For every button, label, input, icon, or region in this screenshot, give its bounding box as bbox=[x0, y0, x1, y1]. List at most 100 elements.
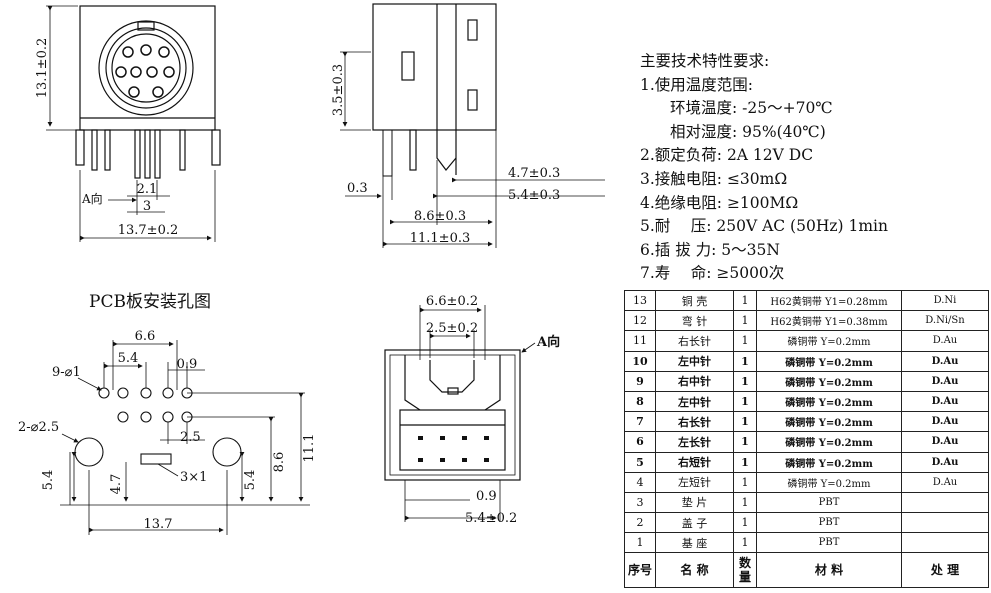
bom-cell-finish: D.Ni/Sn bbox=[901, 310, 989, 332]
bom-cell-qty: 1 bbox=[733, 350, 757, 372]
bottom-dim-09: 0.9 bbox=[476, 489, 497, 504]
bom-header-qty: 数量 bbox=[733, 552, 757, 589]
spec-line-6: 6.插 拔 力: 5～35N bbox=[640, 240, 780, 259]
bom-cell-name: 盖 子 bbox=[655, 512, 734, 534]
front-body-outline bbox=[79, 5, 216, 131]
bom-cell-material: H62黄铜带 Y1=0.28mm bbox=[756, 289, 902, 312]
pcb-dim-54-top: 5.4 bbox=[118, 351, 139, 366]
bom-header-material: 材 料 bbox=[756, 552, 902, 589]
bottom-dim-66: 6.6±0.2 bbox=[426, 294, 478, 309]
bom-cell-material: 磷铜带 Y=0.2mm bbox=[756, 390, 902, 413]
spec-line-7: 7.寿 命: ≥5000次 bbox=[640, 264, 785, 283]
front-legs bbox=[75, 129, 221, 179]
bom-cell-name: 右长针 bbox=[655, 411, 734, 433]
front-socket-outer bbox=[98, 20, 194, 116]
bom-cell-finish: D.Au bbox=[901, 431, 989, 453]
spec-line-2: 2.额定负荷: 2A 12V DC bbox=[640, 146, 814, 165]
spec-line-5: 5.耐 压: 250V AC (50Hz) 1min bbox=[640, 217, 888, 236]
bottom-view-a-label: A向 bbox=[536, 334, 560, 350]
bottom-dim-25: 2.5±0.2 bbox=[426, 321, 478, 336]
bom-cell-material: PBT bbox=[756, 491, 902, 514]
bom-cell-no: 7 bbox=[624, 411, 656, 433]
bom-cell-no: 4 bbox=[624, 471, 656, 493]
spec-block: 主要技术特性要求: 1.使用温度范围: 环境温度: -25～+70℃ 相对湿度:… bbox=[640, 50, 888, 286]
pcb-dim-25: 2.5 bbox=[180, 430, 201, 445]
bom-cell-name: 右短针 bbox=[655, 451, 734, 473]
bom-cell-material: 磷铜带 Y=0.2mm bbox=[756, 411, 902, 433]
bom-cell-no: 11 bbox=[624, 330, 656, 352]
bom-cell-no: 2 bbox=[624, 512, 656, 534]
bom-cell-qty: 1 bbox=[733, 370, 757, 392]
bom-cell-finish: D.Au bbox=[901, 390, 989, 413]
bom-cell-qty: 1 bbox=[733, 491, 757, 514]
front-view-a-label: A向 bbox=[81, 191, 103, 206]
side-dim-47: 4.7±0.3 bbox=[508, 166, 560, 181]
pcb-slot bbox=[140, 453, 172, 465]
bom-cell-qty: 1 bbox=[733, 451, 757, 473]
bom-cell-material: PBT bbox=[756, 532, 902, 554]
bom-cell-finish bbox=[901, 512, 989, 534]
side-dim-111: 11.1±0.3 bbox=[410, 231, 471, 246]
bom-cell-name: 左中针 bbox=[655, 350, 734, 372]
bom-cell-material: 磷铜带 Y=0.2mm bbox=[756, 350, 902, 372]
side-dim-54: 5.4±0.3 bbox=[508, 188, 560, 203]
pcb-hole-small: 9-⌀1 bbox=[52, 365, 81, 380]
bottom-dim-54: 5.4±0.2 bbox=[465, 511, 517, 526]
bom-header-name: 名 称 bbox=[655, 552, 734, 589]
bom-cell-name: 左短针 bbox=[655, 471, 734, 493]
bom-cell-name: 左长针 bbox=[655, 431, 734, 453]
bom-cell-no: 6 bbox=[624, 431, 656, 453]
bom-cell-finish: D.Au bbox=[901, 330, 989, 352]
pcb-dim-54-right: 5.4 bbox=[243, 470, 258, 491]
bom-cell-finish: D.Au bbox=[901, 451, 989, 473]
bom-cell-name: 右中针 bbox=[655, 370, 734, 392]
front-view bbox=[46, 5, 221, 242]
bom-cell-qty: 1 bbox=[733, 390, 757, 413]
spec-line-4: 4.绝缘电阻: ≥100MΩ bbox=[640, 193, 799, 212]
bom-cell-no: 1 bbox=[624, 532, 656, 554]
spec-title: 主要技术特性要求: bbox=[640, 52, 770, 70]
side-dim-86: 8.6±0.3 bbox=[414, 209, 466, 224]
bottom-view bbox=[384, 305, 536, 522]
bom-header-finish: 处 理 bbox=[901, 552, 989, 589]
bom-cell-qty: 1 bbox=[733, 289, 757, 312]
bom-cell-finish bbox=[901, 491, 989, 514]
bom-cell-name: 铜 壳 bbox=[655, 289, 734, 312]
bom-cell-material: 磷铜带 Y=0.2mm bbox=[756, 451, 902, 473]
bottom-pins bbox=[418, 436, 489, 462]
bom-cell-name: 右长针 bbox=[655, 330, 734, 352]
bom-header-no: 序号 bbox=[624, 552, 656, 589]
side-dim-03: 0.3 bbox=[347, 181, 368, 196]
pcb-dim-09: 0.9 bbox=[177, 357, 198, 372]
pcb-mount-hole-left bbox=[74, 437, 104, 467]
front-pitch-3: 3 bbox=[143, 199, 151, 214]
bom-cell-finish bbox=[901, 532, 989, 554]
bom-cell-finish: D.Au bbox=[901, 411, 989, 433]
bom-cell-material: 磷铜带 Y=0.2mm bbox=[756, 330, 902, 352]
bom-cell-material: PBT bbox=[756, 512, 902, 534]
pcb-dim-47: 4.7 bbox=[109, 474, 124, 495]
spec-line-1: 1.使用温度范围: bbox=[640, 75, 754, 94]
bom-cell-name: 左中针 bbox=[655, 390, 734, 413]
bom-cell-qty: 1 bbox=[733, 471, 757, 493]
side-dim-35: 3.5±0.3 bbox=[331, 64, 346, 116]
bom-cell-qty: 1 bbox=[733, 310, 757, 332]
spec-line-3: 3.接触电阻: ≤30mΩ bbox=[640, 169, 788, 188]
bom-cell-no: 3 bbox=[624, 491, 656, 514]
bom-cell-material: 磷铜带 Y=0.2mm bbox=[756, 370, 902, 392]
bom-cell-qty: 1 bbox=[733, 532, 757, 554]
bom-cell-no: 5 bbox=[624, 451, 656, 473]
bom-cell-no: 13 bbox=[624, 289, 656, 312]
pcb-dim-66: 6.6 bbox=[135, 329, 156, 344]
bom-cell-name: 弯 针 bbox=[655, 310, 734, 332]
pcb-dim-86: 8.6 bbox=[272, 452, 287, 473]
pcb-hole-big: 2-⌀2.5 bbox=[18, 420, 59, 435]
